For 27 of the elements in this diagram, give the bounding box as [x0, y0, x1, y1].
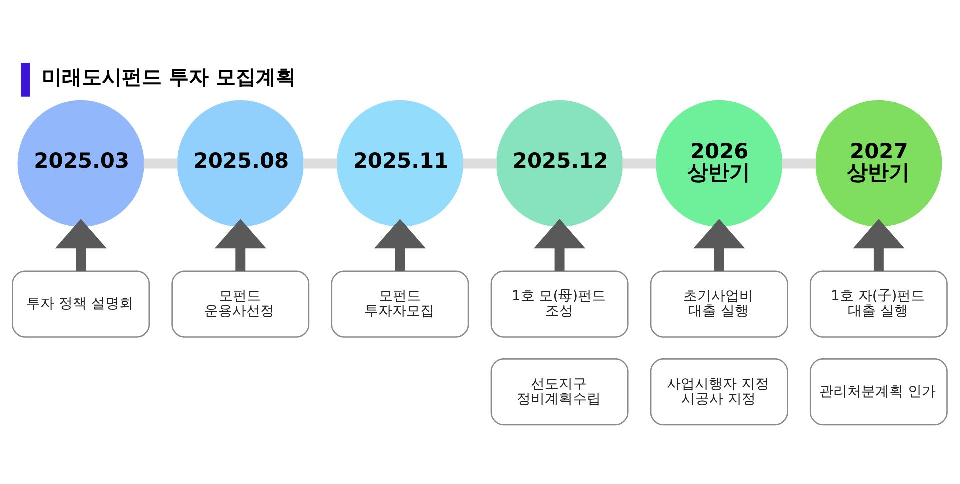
arrow — [534, 219, 586, 272]
node-box: 모펀드 운용사선정 — [172, 270, 310, 338]
node-box: 투자 정책 설명회 — [12, 270, 150, 338]
node-box: 관리처분계획 인가 — [810, 358, 948, 426]
node-circle: 2025.12 — [496, 100, 624, 228]
node-circle: 2025.08 — [177, 100, 304, 228]
node-box: 1호 모(母)펀드 조성 — [490, 270, 629, 338]
arrow — [214, 219, 266, 272]
connector — [782, 158, 816, 169]
node-circle: 2025.11 — [336, 100, 464, 228]
diagram-title: 미래도시펀드 투자 모집계획 — [42, 64, 296, 89]
node-circle: 2027 상반기 — [816, 100, 942, 228]
node-box: 모펀드 투자자모집 — [331, 270, 470, 338]
arrow — [55, 219, 107, 272]
arrow — [853, 219, 905, 272]
node-box: 사업시행자 지정 시공사 지정 — [650, 358, 788, 426]
node-box: 선도지구 정비계획수립 — [490, 358, 629, 426]
connector — [303, 158, 338, 169]
arrow — [374, 219, 426, 272]
node-box: 1호 자(子)펀드 대출 실행 — [810, 270, 948, 338]
arrow — [694, 219, 746, 272]
node-circle: 2025.03 — [18, 100, 144, 228]
node-box: 초기사업비 대출 실행 — [650, 270, 788, 338]
connector — [144, 158, 178, 169]
connector — [463, 158, 497, 169]
connector — [622, 158, 657, 169]
node-circle: 2026 상반기 — [656, 100, 783, 228]
